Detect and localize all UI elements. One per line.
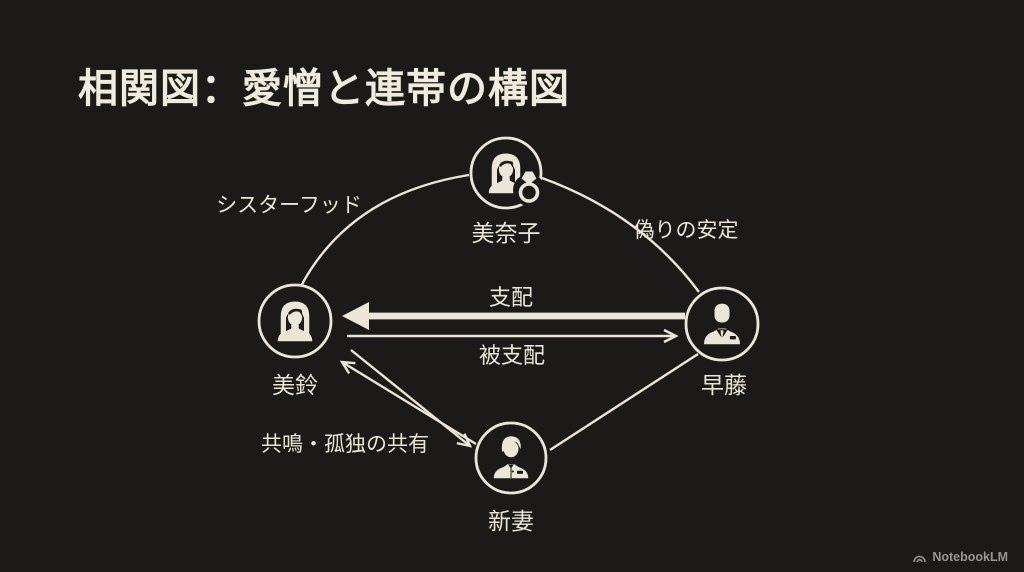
node-label-minako: 美奈子 [471, 221, 541, 247]
edge-label-resonance: 共鳴・孤独の共有 [261, 432, 429, 456]
ring-icon [513, 171, 545, 206]
node-label-misuzu: 美鈴 [272, 373, 318, 399]
edge-resonance-arrow-down [350, 349, 473, 448]
page-title: 相関図：愛憎と連帯の構図 [78, 67, 570, 111]
edge-resonance-arrow-up [339, 360, 477, 446]
node-hayato [684, 286, 760, 362]
node-label-hayato: 早藤 [701, 373, 747, 399]
edge-domination-thick-arrow [342, 302, 685, 330]
edge-hayato-niizuma-line [549, 352, 699, 452]
woman-icon [277, 301, 313, 342]
watermark-label: NotebookLM [932, 550, 1008, 564]
node-minako [469, 136, 545, 210]
notebooklm-logo-icon [913, 555, 927, 562]
edge-label-sisterhood: シスターフッド [216, 193, 362, 217]
edge-sisterhood-curve [298, 173, 470, 289]
node-label-niizuma: 新妻 [488, 509, 534, 535]
edge-label-false-stability: 偽りの安定 [633, 218, 739, 242]
node-misuzu [257, 283, 333, 359]
notebooklm-watermark: NotebookLM [912, 550, 1008, 564]
edge-label-domination: 支配 [488, 286, 534, 311]
edge-false-stability-curve [541, 176, 700, 293]
node-niizuma [474, 421, 548, 495]
edge-label-subordination: 被支配 [478, 344, 546, 369]
